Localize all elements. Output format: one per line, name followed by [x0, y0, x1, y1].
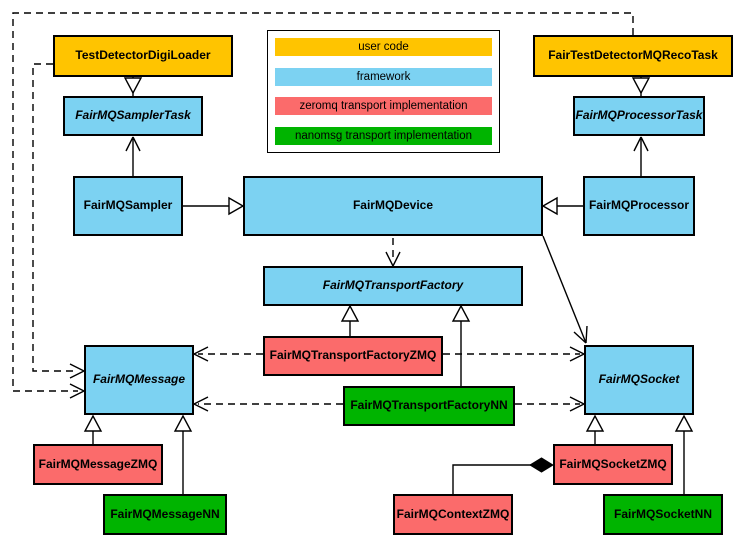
edge-fairmqtransportfactorynn-fairmqsocket — [515, 396, 585, 412]
legend-item-zeromq: zeromq transport implementation — [275, 97, 492, 116]
legend-label-user-code: user code — [358, 41, 409, 53]
legend-item-framework: framework — [275, 67, 492, 86]
node-fairmqtransportfactory: FairMQTransportFactory — [263, 266, 523, 306]
node-fairmqtransportfactoryzmq: FairMQTransportFactoryZMQ — [263, 336, 443, 376]
edge-fairmqmessagenn-fairmqmessage — [173, 414, 193, 494]
edge-fairmqtransportfactoryzmq-fairmqmessage — [193, 346, 263, 362]
edge-fairmqsampler-fairmqsamplertask — [125, 136, 141, 176]
legend-label-nanomsg: nanomsg transport implementation — [294, 129, 473, 142]
node-fairmqtransportfactorynn: FairMQTransportFactoryNN — [343, 386, 515, 426]
legend: user code framework zeromq transport imp… — [267, 30, 500, 153]
node-testdetectordigiloader: TestDetectorDigiLoader — [53, 35, 233, 77]
edge-fairmqsocketzmq-fairmqsocket — [585, 414, 605, 444]
edge-fairmqsocketnn-fairmqsocket — [674, 414, 694, 494]
edge-fairmqdevice-fairmqtransportfactory — [385, 238, 401, 267]
node-fairmqprocessor: FairMQProcessor — [583, 176, 695, 236]
node-fairmqdevice: FairMQDevice — [243, 176, 543, 236]
node-fairmqmessagezmq: FairMQMessageZMQ — [33, 444, 163, 485]
edge-fairmqtransportfactoryzmq-fairmqtransportfactory — [340, 304, 360, 336]
node-fairmqprocessortask: FairMQProcessorTask — [573, 96, 705, 136]
node-fairmqsocketnn: FairMQSocketNN — [603, 494, 723, 535]
node-fairmqcontextzmq: FairMQContextZMQ — [393, 494, 513, 535]
edge-fairmqtransportfactorynn-fairmqtransportfactory — [451, 304, 471, 386]
edge-fairmqsampler-fairmqdevice — [183, 196, 245, 216]
legend-item-user-code: user code — [275, 38, 492, 56]
node-fairmqmessagenn: FairMQMessageNN — [103, 494, 227, 535]
legend-item-nanomsg: nanomsg transport implementation — [275, 126, 492, 145]
edge-fairmqcontextzmq-fairmqsocketzmq — [452, 457, 554, 494]
node-fairmqmessage: FairMQMessage — [84, 345, 194, 415]
edge-testdetectordigiloader-fairmqmessage — [32, 63, 85, 379]
node-fairmqsamplertask: FairMQSamplerTask — [63, 96, 203, 136]
node-fairtestdetectormqrecotask: FairTestDetectorMQRecoTask — [533, 35, 733, 77]
node-fairmqsampler: FairMQSampler — [73, 176, 183, 236]
edge-fairmqmessagezmq-fairmqmessage — [83, 414, 103, 444]
edge-fairtestdetectormqrecotask-fairmqprocessortask — [631, 77, 651, 96]
edge-fairmqprocessor-fairmqprocessortask — [633, 136, 649, 176]
edge-testdetectordigiloader-fairmqsamplertask — [123, 77, 143, 96]
edge-fairmqdevice-fairmqsocket — [542, 235, 588, 344]
legend-label-zeromq: zeromq transport implementation — [299, 100, 468, 113]
edge-fairtestdetectormqrecotask-fairmqmessage — [12, 12, 634, 399]
node-fairmqsocketzmq: FairMQSocketZMQ — [553, 444, 673, 485]
edge-fairmqtransportfactoryzmq-fairmqsocket — [443, 346, 585, 362]
legend-label-framework: framework — [356, 70, 411, 83]
edge-fairmqtransportfactorynn-fairmqmessage — [193, 396, 343, 412]
edge-fairmqprocessor-fairmqdevice — [541, 196, 583, 216]
node-fairmqsocket: FairMQSocket — [584, 345, 694, 415]
